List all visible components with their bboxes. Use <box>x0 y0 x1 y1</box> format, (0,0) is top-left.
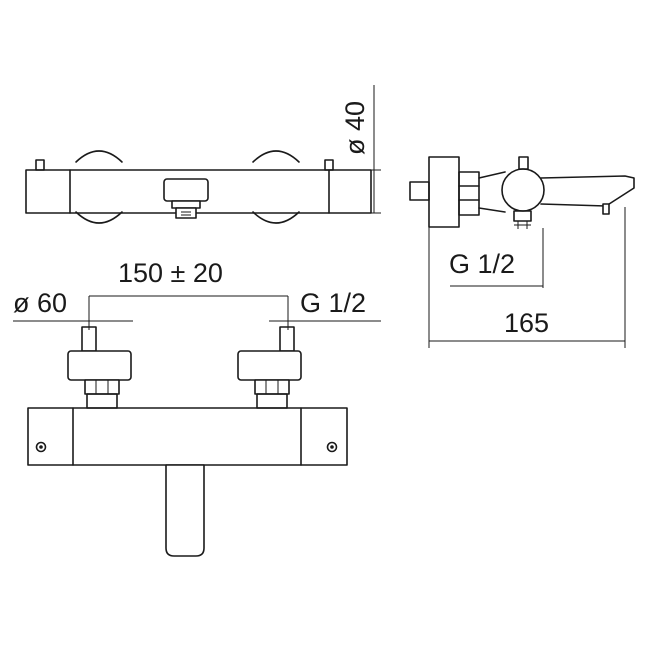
top-left-escutcheon <box>75 150 123 224</box>
top-pin-right <box>324 159 334 171</box>
left-screw <box>35 441 47 453</box>
left-nut <box>84 379 120 395</box>
front-spout <box>165 464 205 557</box>
front-thread-label: G 1/2 <box>300 288 366 318</box>
diameter-40-label: ø 40 <box>340 101 370 155</box>
top-view: ø 40 <box>25 85 381 224</box>
top-outlet <box>163 178 209 202</box>
side-view: G 1/2 165 <box>409 156 635 348</box>
front-body <box>27 407 348 466</box>
front-view: 150 ± 20 ø 60 G 1/2 <box>13 258 381 557</box>
spacing-label: 150 ± 20 <box>118 258 223 288</box>
side-spout <box>540 175 635 207</box>
left-escutcheon <box>67 350 132 381</box>
top-pin-left <box>35 159 45 171</box>
top-right-escutcheon <box>252 150 300 224</box>
diameter-60-label: ø 60 <box>13 288 67 318</box>
side-hex-nut <box>458 171 480 216</box>
right-escutcheon <box>237 350 302 381</box>
side-wall-plate <box>428 156 460 228</box>
right-nut <box>254 379 290 395</box>
depth-165-label: 165 <box>504 308 549 338</box>
side-body <box>501 168 545 212</box>
right-screw <box>326 441 338 453</box>
side-thread-label: G 1/2 <box>449 249 515 279</box>
top-body <box>25 169 372 214</box>
